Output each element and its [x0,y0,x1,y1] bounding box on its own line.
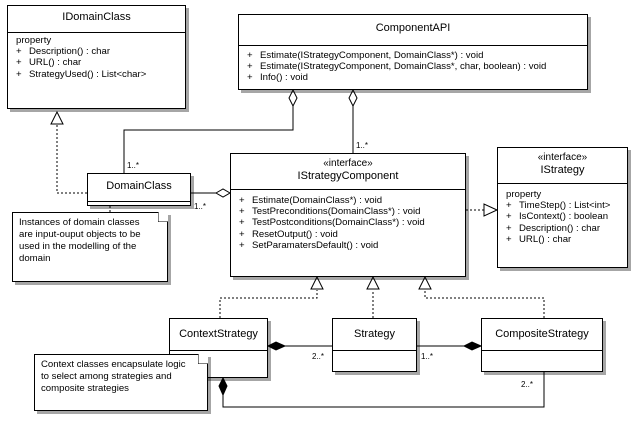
operation: +Estimate(IStrategyComponent, DomainClas… [247,50,484,61]
members-section: property +TimeStep() : List<int> +IsCont… [498,184,627,245]
operation: +IsContext() : boolean [506,211,609,223]
componentapi-class[interactable]: ComponentAPI +Estimate(IStrategyComponen… [238,14,588,90]
composition-diamond [462,341,483,351]
idomainclass-class[interactable]: IDomainClass property +Description() : c… [7,5,186,109]
composite-realization-line [424,290,545,318]
class-name: IDomainClass [62,11,131,23]
composition-diamond [266,341,287,351]
contextstrategy-class[interactable]: ContextStrategy [169,318,268,378]
strategy-class[interactable]: Strategy [332,318,417,372]
folded-corner-icon [158,212,168,222]
class-name: ComponentAPI [375,22,451,34]
realization-arrowhead [366,275,380,290]
operation: +ResetOutput() : void [239,228,338,240]
realization-arrowhead [483,203,499,217]
compositestrategy-class[interactable]: CompositeStrategy [481,318,603,372]
note-line: are input-ouput objects to be [19,229,141,240]
members-section: +Estimate(IStrategyComponent, DomainClas… [239,46,587,84]
operation: +SetParamatersDefault() : void [239,239,379,251]
multiplicity-label: 2..* [312,352,325,361]
operation: +TimeStep() : List<int> [506,200,611,212]
operation: +URL() : char [16,57,82,69]
aggregation-diamond [214,188,232,198]
interface-header: «interface» IStrategyComponent [231,154,465,189]
domainclass-realization-line [56,124,87,194]
istrategycomponent-interface[interactable]: «interface» IStrategyComponent +Estimate… [230,153,466,277]
members-section: +Estimate(DomainClass*) : void +TestPrec… [231,190,465,251]
members-section: property +Description() : char +URL() : … [8,33,185,80]
operation: +StrategyUsed() : List<char> [16,68,147,80]
operation: +Info() : void [247,72,308,84]
context-composite-composition-line [222,372,545,408]
operation: +Estimate(IStrategyComponent, DomainClas… [247,61,547,73]
class-name: DomainClass [106,180,172,192]
interface-name: IStrategy [540,164,585,176]
stereotype-label: «interface» [537,152,588,163]
multiplicity-label: 1..* [356,141,369,150]
realization-arrowhead [50,110,64,125]
istrategy-interface[interactable]: «interface» IStrategy property +TimeStep… [497,147,628,268]
context-realization-line [219,290,318,318]
multiplicity-label: 1..* [194,202,207,211]
composition-diamond [218,376,228,397]
api-domain-aggregation-line [123,118,294,173]
operation: +TestPostconditions(DomainClass*) : void [239,217,425,229]
operation: +URL() : char [506,233,572,245]
section-label: property [16,35,52,46]
operation: +Description() : char [506,222,601,234]
operation: +Description() : char [16,46,111,58]
note-line: composite strategies [41,383,129,394]
domainclass-class[interactable]: DomainClass [87,173,191,206]
folded-corner-icon [198,354,208,364]
context-classes-note: Context classes encapsulate logic to sel… [34,354,208,411]
note-line: used in the modelling of the [19,241,137,252]
aggregation-diamond [348,88,358,108]
class-name: CompositeStrategy [495,328,589,340]
note-line: Instances of domain classes [19,217,140,228]
class-name: ContextStrategy [179,328,258,340]
interface-header: «interface» IStrategy [498,148,627,183]
section-label: property [506,189,542,200]
multiplicity-label: 1..* [421,352,434,361]
note-line: to select among strategies and [41,371,172,382]
aggregation-diamond [288,88,298,108]
class-name: Strategy [354,328,395,340]
domain-classes-note: Instances of domain classes are input-ou… [12,212,168,282]
operation: +Estimate(DomainClass*) : void [239,195,383,206]
stereotype-label: «interface» [323,158,373,169]
note-line: Context classes encapsulate logic [41,359,186,370]
note-line: domain [19,253,51,264]
operation: +TestPreconditions(DomainClass*) : void [239,206,421,218]
multiplicity-label: 2..* [521,380,534,389]
realization-arrowhead [310,275,324,290]
realization-arrowhead [418,275,432,290]
interface-name: IStrategyComponent [297,170,399,182]
multiplicity-label: 1..* [127,161,140,170]
